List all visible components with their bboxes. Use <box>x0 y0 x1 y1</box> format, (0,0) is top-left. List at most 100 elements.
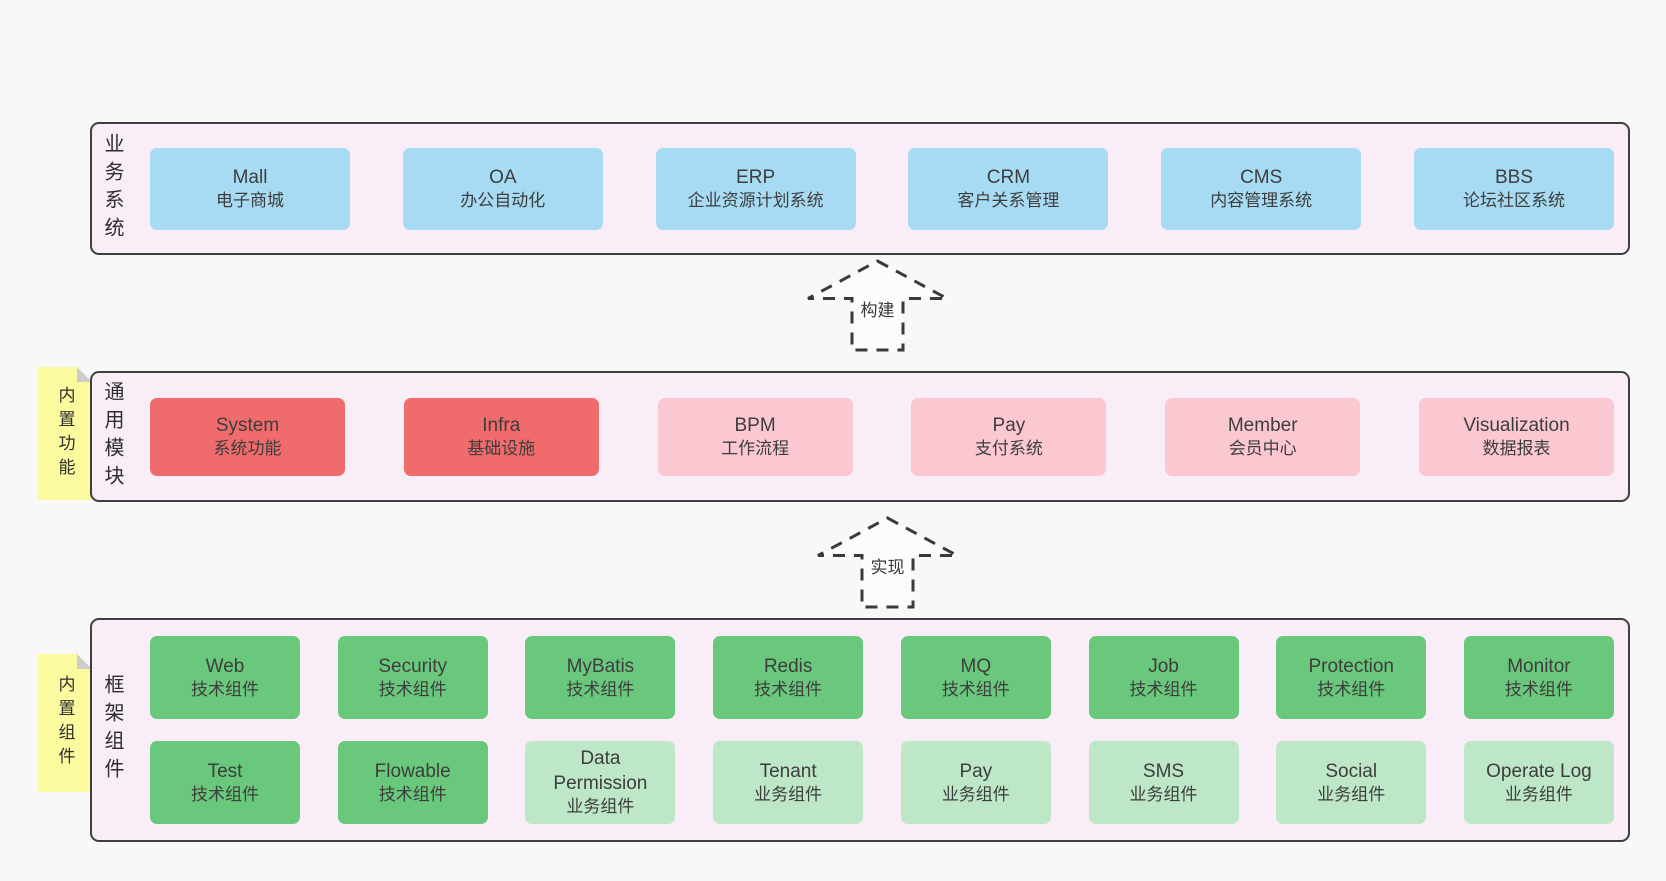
common-modules-boxes: System 系统功能 Infra 基础设施 BPM 工作流程 Pay 支付系统… <box>142 373 1628 500</box>
box-title: MyBatis <box>566 655 635 677</box>
box-cms: CMS 内容管理系统 <box>1161 147 1362 230</box>
box-title: Web <box>205 655 245 677</box>
box-subtitle: 业务组件 <box>1317 784 1386 804</box>
band-label-framework-components: 框架组件 <box>101 674 123 786</box>
box-subtitle: 电子商城 <box>216 190 284 210</box>
box-title: ERP <box>736 166 776 188</box>
box-subtitle: 论坛社区系统 <box>1462 190 1565 210</box>
box-title: Job <box>1148 655 1179 677</box>
box-title: Mall <box>232 166 268 188</box>
box-title: CMS <box>1240 166 1283 188</box>
box-subtitle: 数据报表 <box>1482 438 1551 458</box>
box-subtitle: 基础设施 <box>467 438 536 458</box>
box-subtitle: 技术组件 <box>1129 679 1198 699</box>
box-title: MQ <box>960 655 992 677</box>
box-subtitle: 技术组件 <box>1317 679 1386 699</box>
box-sms: SMS 业务组件 <box>1088 741 1239 824</box>
box-flowable: Flowable 技术组件 <box>337 741 488 824</box>
box-subtitle: 内容管理系统 <box>1210 190 1313 210</box>
box-subtitle: 业务组件 <box>566 797 635 817</box>
build-arrow-label: 构建 <box>857 296 898 321</box>
box-monitor: Monitor 技术组件 <box>1463 636 1614 719</box>
box-title: Visualization <box>1463 414 1570 436</box>
sticky-note-label: 内置功能 <box>55 385 75 482</box>
framework-components-rows: Web 技术组件 Security 技术组件 MyBatis 技术组件 Redi… <box>142 620 1628 840</box>
box-oa: OA 办公自动化 <box>402 147 603 230</box>
box-title: Infra <box>482 414 521 436</box>
box-subtitle: 办公自动化 <box>460 190 546 210</box>
business-systems-boxes: Mall 电子商城 OA 办公自动化 ERP 企业资源计划系统 CRM 客户关系… <box>142 124 1628 253</box>
box-title: Operate Log <box>1486 760 1592 782</box>
box-title: Data Permission <box>553 748 648 795</box>
box-title: Pay <box>959 760 993 782</box>
box-social: Social 业务组件 <box>1276 741 1427 824</box>
box-title: Member <box>1227 414 1298 436</box>
implement-arrow: 实现 <box>815 515 960 610</box>
box-mall: Mall 电子商城 <box>150 147 350 230</box>
box-bpm: BPM 工作流程 <box>657 397 853 476</box>
box-subtitle: 技术组件 <box>378 784 447 804</box>
sticky-note-built-in-components: 内置组件 <box>38 654 92 792</box>
box-erp: ERP 企业资源计划系统 <box>655 147 856 230</box>
box-title: Redis <box>763 655 813 677</box>
box-subtitle: 业务组件 <box>754 784 823 804</box>
sticky-note-built-in-features: 内置功能 <box>38 367 92 500</box>
box-subtitle: 业务组件 <box>941 784 1010 804</box>
box-subtitle: 客户关系管理 <box>957 190 1060 210</box>
band-common-modules: 通用模块 System 系统功能 Infra 基础设施 BPM 工作流程 Pay… <box>90 371 1630 502</box>
box-pay: Pay 业务组件 <box>900 741 1051 824</box>
band-label-business-systems: 业务系统 <box>101 132 123 245</box>
box-subtitle: 业务组件 <box>1129 784 1198 804</box>
box-system: System 系统功能 <box>150 397 345 476</box>
box-pay: Pay 支付系统 <box>911 397 1107 476</box>
box-subtitle: 业务组件 <box>1504 784 1573 804</box>
box-subtitle: 技术组件 <box>191 784 259 804</box>
box-title: BBS <box>1494 166 1533 188</box>
box-title: Pay <box>992 414 1026 436</box>
box-subtitle: 技术组件 <box>191 679 259 699</box>
box-subtitle: 技术组件 <box>378 679 447 699</box>
band-label-common-modules: 通用模块 <box>101 380 123 493</box>
build-arrow: 构建 <box>805 258 950 353</box>
box-test: Test 技术组件 <box>150 741 300 824</box>
box-title: SMS <box>1142 760 1185 782</box>
box-title: BPM <box>734 414 776 436</box>
box-subtitle: 企业资源计划系统 <box>687 190 824 210</box>
box-title: Flowable <box>374 760 451 782</box>
box-crm: CRM 客户关系管理 <box>908 147 1109 230</box>
box-subtitle: 会员中心 <box>1228 438 1297 458</box>
box-bbs: BBS 论坛社区系统 <box>1413 147 1614 230</box>
framework-row-1: Web 技术组件 Security 技术组件 MyBatis 技术组件 Redi… <box>150 636 1614 719</box>
box-title: OA <box>489 166 517 188</box>
framework-row-2: Test 技术组件 Flowable 技术组件 Data Permission … <box>150 741 1614 824</box>
box-subtitle: 系统功能 <box>213 438 282 458</box>
box-job: Job 技术组件 <box>1088 636 1239 719</box>
box-subtitle: 技术组件 <box>1504 679 1573 699</box>
box-member: Member 会员中心 <box>1165 397 1361 476</box>
band-framework-components: 框架组件 Web 技术组件 Security 技术组件 MyBatis 技术组件… <box>90 618 1630 842</box>
box-subtitle: 支付系统 <box>974 438 1043 458</box>
box-title: System <box>215 414 280 436</box>
box-subtitle: 技术组件 <box>754 679 823 699</box>
box-protection: Protection 技术组件 <box>1276 636 1427 719</box>
box-operate-log: Operate Log 业务组件 <box>1463 741 1614 824</box>
box-subtitle: 技术组件 <box>941 679 1010 699</box>
box-title: Social <box>1325 760 1378 782</box>
box-mybatis: MyBatis 技术组件 <box>525 636 676 719</box>
box-title: CRM <box>986 166 1031 188</box>
band-business-systems: 业务系统 Mall 电子商城 OA 办公自动化 ERP 企业资源计划系统 CRM… <box>90 122 1630 255</box>
box-tenant: Tenant 业务组件 <box>713 741 864 824</box>
box-subtitle: 工作流程 <box>721 438 790 458</box>
sticky-note-label: 内置组件 <box>55 675 75 771</box>
box-data-permission: Data Permission 业务组件 <box>525 741 676 824</box>
box-security: Security 技术组件 <box>337 636 488 719</box>
box-visualization: Visualization 数据报表 <box>1418 397 1614 476</box>
box-title: Tenant <box>759 760 817 782</box>
box-title: Monitor <box>1507 655 1571 677</box>
box-infra: Infra 基础设施 <box>403 397 599 476</box>
box-title: Protection <box>1308 655 1394 677</box>
box-title: Test <box>207 760 243 782</box>
box-subtitle: 技术组件 <box>566 679 635 699</box>
box-title: Security <box>378 655 448 677</box>
